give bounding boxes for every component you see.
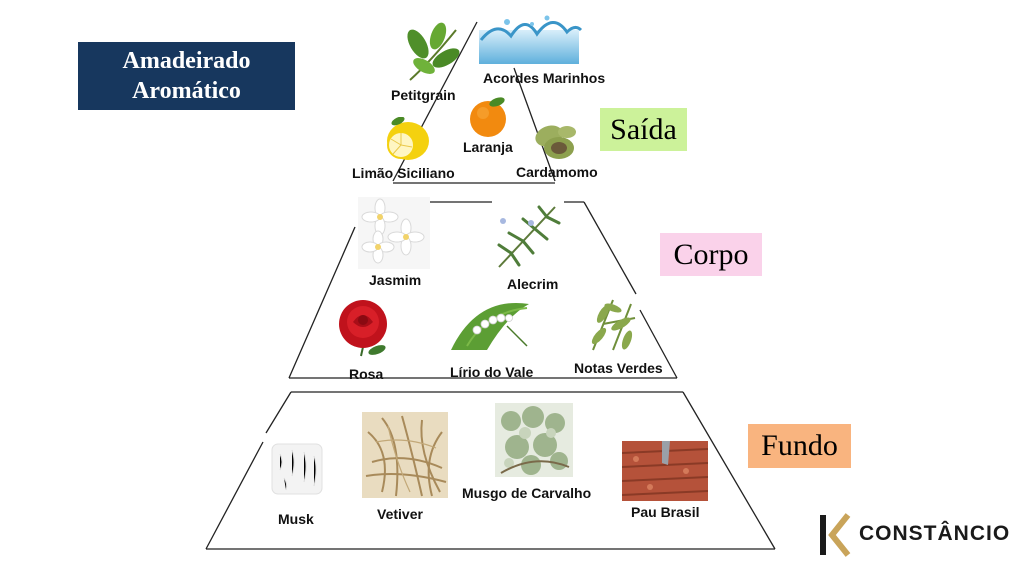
musgo-de-carvalho-label: Musgo de Carvalho [462,485,591,501]
notas-verdes-label: Notas Verdes [574,360,663,376]
constancio-logo: CONSTÂNCIO [818,513,988,557]
jasmim-label: Jasmim [369,272,421,288]
limao-siciliano-image [384,117,432,163]
tier-corpo-label: Corpo [660,233,762,276]
vetiver-image [362,412,448,498]
jasmim-image [358,197,430,269]
lirio-do-vale-image [447,296,531,352]
acordes-marinhos-label: Acordes Marinhos [483,70,605,86]
logo-k-mark-icon [818,513,858,557]
laranja-image [467,96,511,138]
alecrim-label: Alecrim [507,276,558,292]
pau-brasil-image [622,441,708,501]
limao-siciliano-label: Limão Siciliano [352,165,455,181]
rosa-image [331,298,395,360]
petitgrain-image [400,22,464,84]
lirio-do-vale-label: Lírio do Vale [450,364,533,380]
acordes-marinhos-image [477,10,583,66]
cardamomo-image [529,120,577,164]
pau-brasil-label: Pau Brasil [631,504,699,520]
vetiver-label: Vetiver [377,506,423,522]
tier-fundo-label: Fundo [748,424,851,468]
alecrim-image [491,201,563,273]
laranja-label: Laranja [463,139,513,155]
notas-verdes-image [583,294,643,354]
rosa-label: Rosa [349,366,383,382]
petitgrain-label: Petitgrain [391,87,456,103]
musk-label: Musk [278,511,314,527]
musk-image [270,442,324,496]
tier-saida-label: Saída [600,108,687,151]
logo-text: CONSTÂNCIO [859,522,1010,546]
cardamomo-label: Cardamomo [516,164,598,180]
musgo-de-carvalho-image [495,403,573,477]
